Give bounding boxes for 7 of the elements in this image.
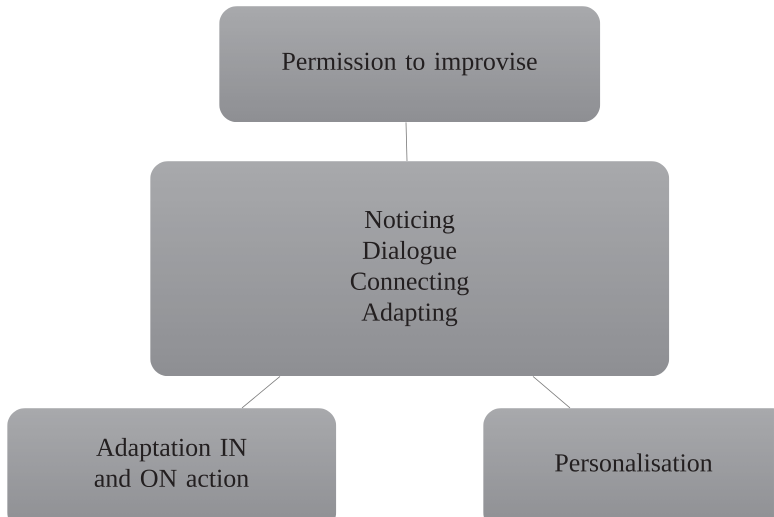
box-text: Adaptation IN and ON action bbox=[94, 438, 249, 488]
connector-line bbox=[242, 376, 280, 408]
box-text: Permission to improvise bbox=[282, 52, 537, 76]
box-text: Personalisation bbox=[555, 453, 712, 472]
box-text: Noticing Dialogue Connecting Adapting bbox=[350, 210, 469, 326]
connector-line bbox=[406, 122, 408, 162]
connector-line bbox=[532, 376, 570, 408]
